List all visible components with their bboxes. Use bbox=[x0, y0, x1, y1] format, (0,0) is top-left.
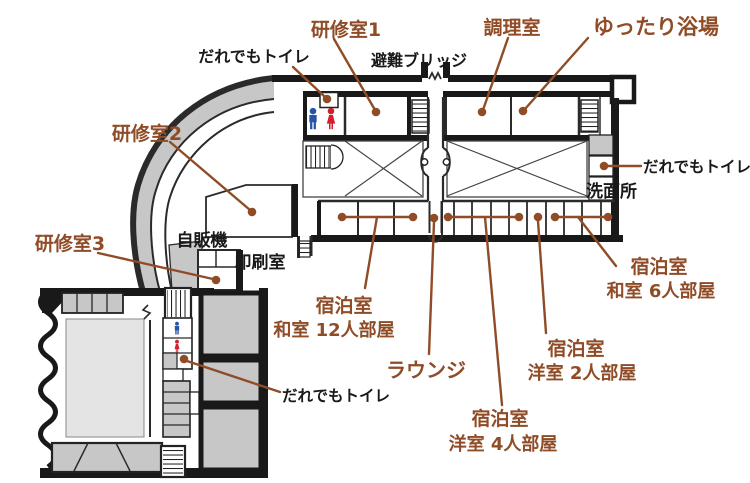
label-guest-western-2-line2: 洋室 2人部屋 bbox=[528, 362, 637, 384]
stairs-atrium-left bbox=[305, 145, 332, 169]
stairs-top-right bbox=[580, 99, 599, 133]
atrium-left bbox=[302, 140, 424, 198]
corridor-door-arc bbox=[427, 234, 444, 243]
corridor-band-white bbox=[151, 99, 274, 292]
atrium-right bbox=[446, 140, 588, 198]
stairs-top-left bbox=[411, 99, 430, 134]
wavy-edge bbox=[38, 288, 58, 470]
door-gap bbox=[189, 391, 200, 415]
corner-wedge bbox=[42, 289, 67, 313]
stage-area bbox=[50, 441, 164, 474]
label-guest-western-2-line1: 宿泊室 bbox=[547, 337, 604, 360]
wall-break-symbol bbox=[141, 304, 152, 320]
leader-dots bbox=[179, 94, 613, 364]
label-guest-japanese-6-line1: 宿泊室 bbox=[630, 255, 687, 278]
leader-lines bbox=[96, 36, 643, 407]
upper-building bbox=[197, 62, 637, 292]
label-accessible-toilet-lower: だれでもトイレ bbox=[282, 387, 390, 405]
curved-corridor bbox=[130, 75, 275, 293]
label-training-room-2: 研修室2 bbox=[112, 122, 182, 145]
label-accessible-toilet-top: だれでもトイレ bbox=[198, 47, 310, 66]
bridge-column bbox=[442, 158, 451, 166]
label-accessible-toilet-right: だれでもトイレ bbox=[643, 158, 750, 176]
stairs-connector bbox=[298, 240, 311, 258]
service-room bbox=[588, 134, 614, 156]
top-row-rooms bbox=[61, 292, 124, 314]
labels: 研修室1 調理室 ゆったり浴場 避難ブリッジ だれでもトイレ 研修室2 研修室3… bbox=[35, 15, 750, 455]
big-rooms bbox=[198, 290, 264, 473]
label-print-room: 印刷室 bbox=[235, 252, 286, 273]
central-corridor bbox=[420, 97, 451, 243]
label-cooking-room: 調理室 bbox=[483, 16, 540, 39]
label-guest-japanese-12-line2: 和室 12人部屋 bbox=[273, 319, 394, 341]
label-guest-western-4-line2: 洋室 4人部屋 bbox=[449, 433, 558, 455]
label-guest-japanese-12-line1: 宿泊室 bbox=[315, 294, 372, 317]
lower-building bbox=[38, 286, 268, 479]
print-room-block bbox=[197, 249, 243, 292]
label-evacuation-bridge: 避難ブリッジ bbox=[371, 51, 467, 70]
label-training-room-1: 研修室1 bbox=[311, 18, 381, 41]
stairs-lower-top-treads bbox=[167, 290, 189, 317]
label-guest-western-4-line1: 宿泊室 bbox=[471, 407, 528, 430]
label-bath: ゆったり浴場 bbox=[593, 15, 719, 39]
label-washroom: 洗面所 bbox=[586, 181, 637, 202]
stairs-landing-arc bbox=[330, 144, 344, 170]
label-guest-japanese-6-line2: 和室 6人部屋 bbox=[607, 280, 716, 302]
main-hall bbox=[65, 318, 145, 438]
label-training-room-3: 研修室3 bbox=[35, 232, 105, 255]
bridge-column bbox=[420, 158, 429, 166]
corner-landing bbox=[609, 74, 637, 105]
evacuation-bridge-structure bbox=[421, 62, 450, 82]
label-lounge: ラウンジ bbox=[386, 358, 466, 382]
stairs-lower-bottom-treads bbox=[163, 448, 183, 475]
label-vending-machine: 自販機 bbox=[177, 230, 228, 251]
toilet-stack bbox=[162, 317, 200, 438]
